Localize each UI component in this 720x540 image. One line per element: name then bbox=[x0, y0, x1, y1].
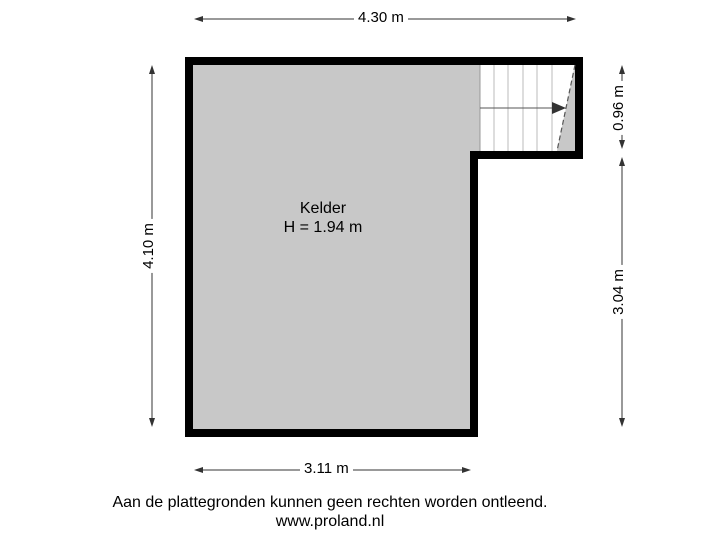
dimension-top-label: 4.30 m bbox=[354, 10, 408, 26]
floor-area bbox=[193, 65, 575, 429]
room-height: H = 1.94 m bbox=[283, 219, 363, 236]
disclaimer-text: Aan de plattegronden kunnen geen rechten… bbox=[112, 494, 548, 511]
dimension-right-lower-label: 3.04 m bbox=[610, 265, 627, 319]
dimension-left-label: 4.10 m bbox=[140, 219, 157, 273]
room-name: Kelder bbox=[299, 200, 347, 217]
dimension-right-upper-label: 0.96 m bbox=[610, 81, 627, 135]
staircase bbox=[479, 64, 576, 152]
room-label: Kelder H = 1.94 m bbox=[243, 199, 403, 237]
website-link[interactable]: www.proland.nl bbox=[275, 513, 385, 530]
dimension-bottom-label: 3.11 m bbox=[300, 461, 353, 477]
